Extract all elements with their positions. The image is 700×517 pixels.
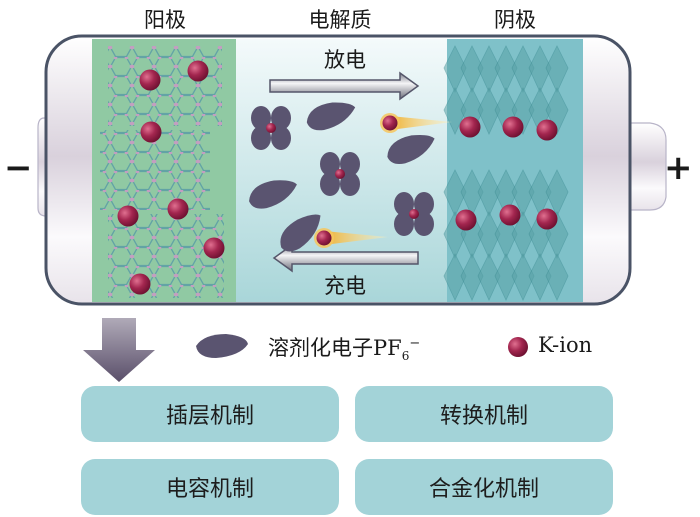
- anode-label: 阳极: [144, 8, 186, 32]
- solvated-anion: [306, 102, 356, 131]
- mechanism-label: 转换机制: [439, 404, 528, 429]
- solvated-pf6-group: [249, 102, 435, 252]
- mechanism-intercalation: 插层机制: [81, 386, 339, 442]
- k-ion: [409, 209, 419, 219]
- graphene-layers: [100, 46, 224, 298]
- k-ion: [140, 121, 162, 143]
- ion-motion-tail: [390, 116, 452, 130]
- negative-terminal-symbol: −: [4, 148, 33, 188]
- cathode-layered-crystals: [443, 45, 569, 301]
- k-ion: [139, 69, 161, 91]
- crystal-octahedron: [443, 253, 467, 301]
- crystal-octahedron: [545, 253, 569, 301]
- k-ion: [499, 204, 521, 226]
- k-ion: [316, 230, 332, 246]
- solvated-cluster: [394, 192, 434, 236]
- crystal-octahedron: [443, 87, 467, 135]
- k-ion: [536, 119, 558, 141]
- legend-k-ion-icon: [508, 337, 528, 357]
- cathode-label: 阴极: [494, 8, 536, 32]
- charge-label: 充电: [324, 274, 366, 298]
- k-ion: [382, 115, 398, 131]
- crystal-octahedron: [494, 253, 518, 301]
- k-ion: [502, 116, 524, 138]
- mechanism-conversion: 转换机制: [355, 386, 613, 442]
- k-ion: [203, 237, 225, 259]
- positive-terminal-cap: [629, 122, 667, 211]
- ion-motion-tail: [324, 231, 388, 245]
- k-ion-group: [117, 60, 558, 295]
- solvated-cluster: [320, 152, 360, 196]
- k-ion: [117, 205, 139, 227]
- mechanism-label: 电容机制: [165, 477, 254, 502]
- legend-solvated-superscript: −: [409, 336, 421, 351]
- crystal-octahedron: [511, 253, 535, 301]
- mechanism-alloying: 合金化机制: [355, 459, 613, 515]
- discharge-arrow: [269, 71, 420, 101]
- k-ion: [455, 209, 477, 231]
- legend-k-ion: K-ion: [538, 333, 593, 357]
- crystal-octahedron: [528, 253, 552, 301]
- crystal-octahedron: [511, 87, 535, 135]
- legend-solvated-subscript: 6: [401, 349, 410, 364]
- solvated-cluster: [251, 106, 291, 150]
- k-ion: [167, 198, 189, 220]
- solvated-anion: [387, 134, 435, 165]
- mechanism-label: 插层机制: [165, 404, 254, 429]
- down-arrow-icon: [83, 318, 155, 382]
- legend-solvated-pf6: 溶剂化电子PF6−: [268, 332, 420, 363]
- crystal-octahedron: [545, 87, 569, 135]
- discharge-label: 放电: [324, 48, 366, 72]
- k-ion: [335, 169, 345, 179]
- legend-solvated-text: 溶剂化电子PF: [268, 336, 402, 360]
- solvated-anion: [280, 214, 321, 252]
- electrolyte-label: 电解质: [308, 8, 372, 32]
- k-ion: [266, 123, 276, 133]
- positive-terminal-symbol: +: [664, 148, 693, 188]
- mechanism-label: 合金化机制: [428, 477, 539, 502]
- mechanism-capacitive: 电容机制: [81, 459, 339, 515]
- k-ion: [129, 273, 151, 295]
- solvated-anion: [249, 180, 297, 209]
- crystal-octahedron: [477, 253, 501, 301]
- k-ion: [459, 116, 481, 138]
- k-ion: [536, 208, 558, 230]
- k-ion: [187, 60, 209, 82]
- crystal-octahedron: [460, 253, 484, 301]
- negative-terminal-cap: [37, 117, 47, 217]
- crystal-octahedron: [477, 87, 501, 135]
- legend-anion-icon: [196, 334, 248, 358]
